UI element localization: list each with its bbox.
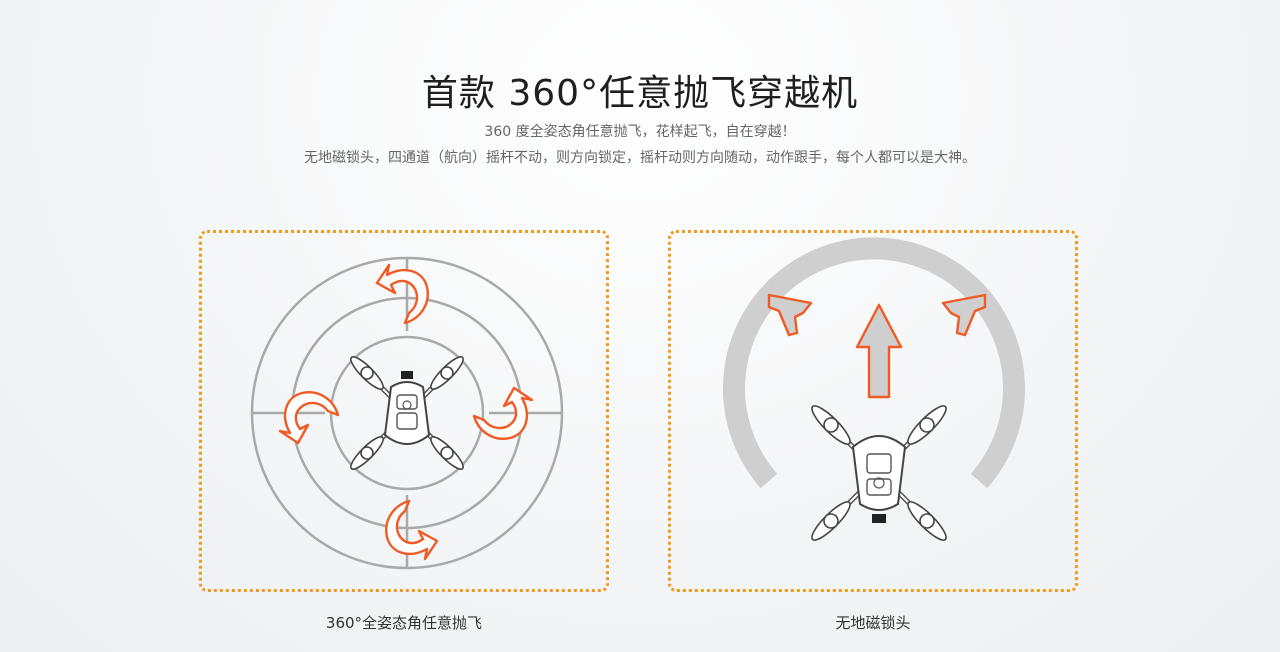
drone-icon: [347, 353, 467, 473]
feature-caption-rotation: 360°全姿态角任意抛飞: [325, 614, 483, 632]
feature-panel-rotation: [199, 230, 609, 592]
drone-icon: [811, 405, 947, 541]
arc-arrow-right-icon: [941, 293, 987, 337]
rotation-arrow-bottom: [385, 499, 439, 561]
headless-illustration: [723, 237, 1025, 541]
feature-panel-headless: [668, 230, 1078, 592]
page-title: 首款 360°任意抛飞穿越机: [421, 73, 859, 115]
description-line-1: 360 度全姿态角任意抛飞，花样起飞，自在穿越！: [484, 124, 796, 140]
forward-arrow-icon: [855, 303, 903, 399]
rotation-arrow-top: [375, 263, 429, 325]
description-line-2: 无地磁锁头，四通道（航向）摇杆不动，则方向锁定，摇杆动则方向随动，动作跟手，每个…: [304, 150, 976, 166]
feature-caption-headless: 无地磁锁头: [835, 614, 911, 632]
rotation-arrow-left: [278, 391, 340, 445]
rotation-illustration: [250, 256, 564, 570]
heading-arc: [723, 237, 1025, 489]
arc-arrow-left-icon: [767, 293, 813, 337]
